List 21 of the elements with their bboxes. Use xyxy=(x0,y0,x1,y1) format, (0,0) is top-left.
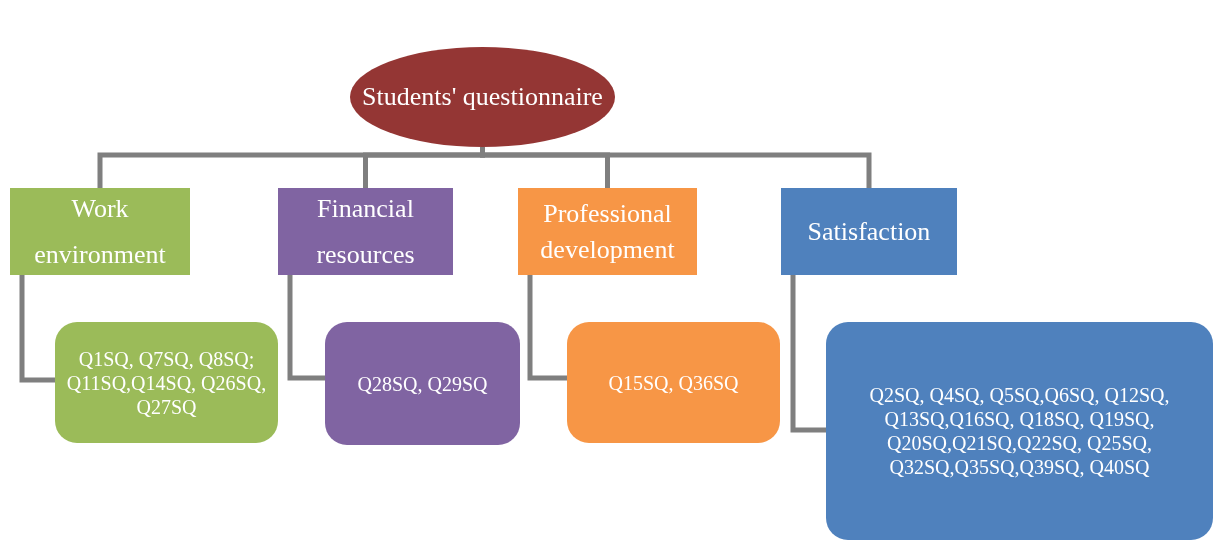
node-label: Q2SQ, Q4SQ, Q5SQ,Q6SQ, Q12SQ, Q13SQ,Q16SQ, Q18SQ, Q19SQ, Q20SQ,Q21SQ,Q22SQ, Q25SQ, Q32SQ,Q35SQ,Q39SQ, Q40SQ xyxy=(868,383,1171,479)
question-list-box xyxy=(826,322,1213,540)
node-label: Q15SQ, Q36SQ xyxy=(608,370,739,395)
question-list-box xyxy=(567,322,780,443)
category-box xyxy=(10,188,190,275)
connector-line xyxy=(19,275,55,383)
node-label: Satisfaction xyxy=(807,215,931,248)
node-label: Financial resources xyxy=(315,192,416,271)
node-label: Students' questionnaire xyxy=(362,81,603,113)
question-list-box xyxy=(325,322,520,445)
connector-line xyxy=(527,275,567,381)
category-box xyxy=(518,188,697,275)
category-box xyxy=(278,188,453,275)
question-list-box xyxy=(55,322,278,443)
category-box xyxy=(781,188,957,275)
node-label: Work environment xyxy=(33,192,167,271)
node-label: Professional development xyxy=(539,197,676,266)
node-label: Q1SQ, Q7SQ, Q8SQ; Q11SQ,Q14SQ, Q26SQ, Q27SQ xyxy=(65,346,268,419)
connector-line xyxy=(287,275,325,381)
connector-line xyxy=(790,275,826,433)
node-label: Q28SQ, Q29SQ xyxy=(357,371,488,396)
